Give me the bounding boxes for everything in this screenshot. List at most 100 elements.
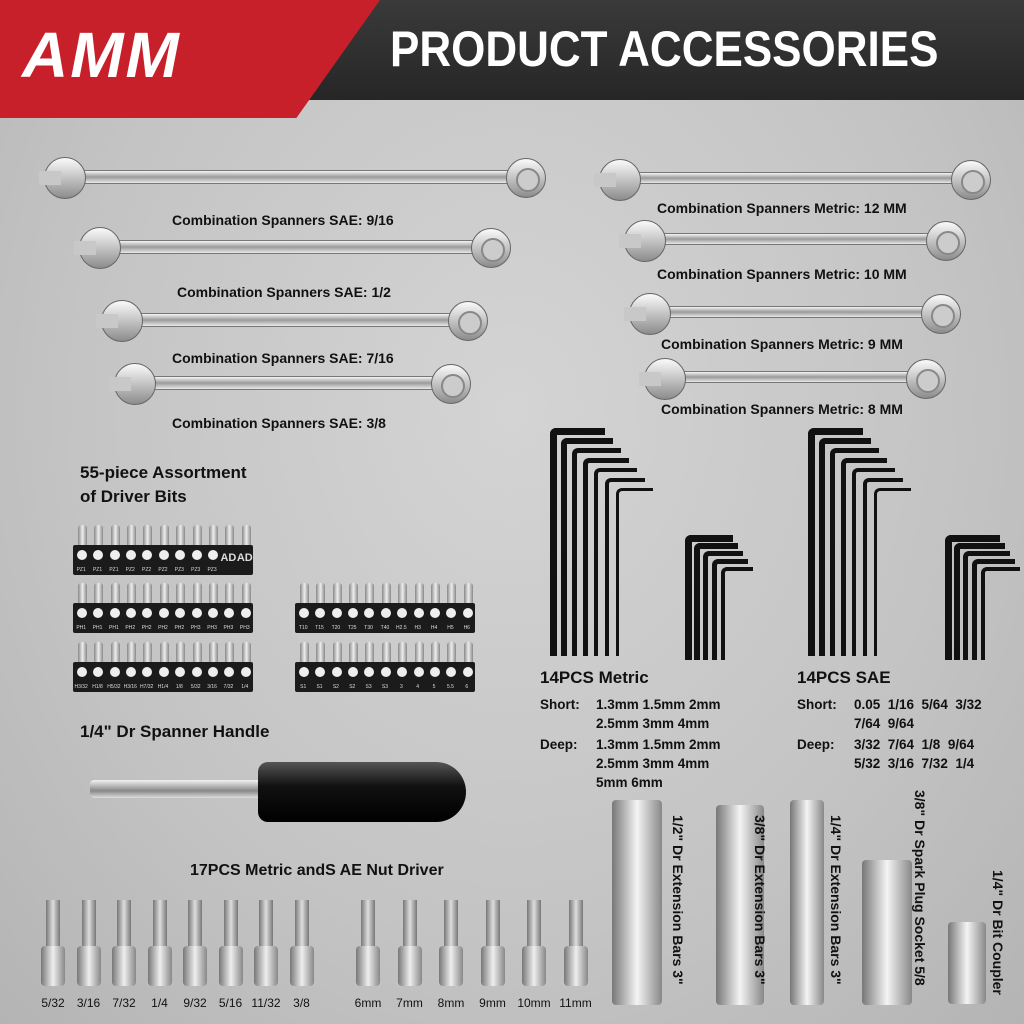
ring-end xyxy=(448,301,488,341)
nut-driver-socket xyxy=(254,946,278,986)
bit-tip-icon xyxy=(126,667,137,677)
nut-driver xyxy=(112,900,136,986)
nut-driver-size: 5/32 xyxy=(41,996,65,1010)
bit-label: H1/8 xyxy=(92,684,103,690)
handle-title: 1/4" Dr Spanner Handle xyxy=(80,722,270,741)
driver-bit: PH3 xyxy=(220,583,236,633)
hex-key xyxy=(572,448,621,656)
bit-label: H6 xyxy=(463,625,470,631)
bit-tip-icon xyxy=(446,667,457,677)
bit-label: PH3 xyxy=(207,625,217,631)
bit-tip-icon xyxy=(158,550,169,560)
nut-driver-shank xyxy=(402,900,417,946)
bit-label: PH3 xyxy=(223,625,234,631)
page-title: PRODUCT ACCESSORIES xyxy=(390,21,939,77)
metric-deep-1: 1.3mm 1.5mm 2mm xyxy=(596,737,721,752)
bit-label: AD xyxy=(220,552,237,564)
ring-end xyxy=(906,359,946,399)
nut-driver-size: 11/32 xyxy=(251,996,281,1010)
driver-bit: H2.5 xyxy=(393,583,409,633)
metric-spanner-label: Combination Spanners Metric: 8 MM xyxy=(661,401,903,417)
bit-tip-icon xyxy=(109,667,120,677)
hex-key xyxy=(721,567,753,660)
bit-tip-icon xyxy=(142,550,153,560)
driver-bit: 7/32 xyxy=(220,642,236,692)
bit-tip-icon xyxy=(380,608,391,618)
hex-key xyxy=(685,535,733,660)
bit-label: AD xyxy=(236,552,253,564)
bit-tip-icon xyxy=(207,667,218,677)
bit-label: 6 xyxy=(465,684,469,690)
metric-spanner-label: Combination Spanners Metric: 9 MM xyxy=(661,336,903,352)
open-end xyxy=(109,363,156,405)
extension-bar-image xyxy=(790,800,824,1005)
nut-driver-shank xyxy=(259,900,273,946)
bit-label: PZ3 xyxy=(174,567,184,573)
driver-bit: H7/32 xyxy=(138,642,154,692)
driver-bit: 5.5 xyxy=(442,642,458,692)
nut-driver-socket xyxy=(76,946,101,986)
bit-label: 7/32 xyxy=(223,684,234,690)
extension-label: 3/8" Dr Spark Plug Socket 5/8 xyxy=(912,790,928,986)
bit-label: S1 xyxy=(300,684,307,690)
hex-key xyxy=(981,567,1020,660)
bit-tip-icon xyxy=(348,608,359,618)
bit-tip-icon xyxy=(462,667,473,677)
hex-key xyxy=(594,468,637,656)
nut-driver-shank xyxy=(152,900,167,946)
metric-spanner-image xyxy=(619,220,966,262)
driver-bit: PZ1 xyxy=(106,525,122,575)
metric-spanner-image xyxy=(639,358,946,400)
nut-driver-socket xyxy=(397,946,422,986)
hex-key xyxy=(712,559,748,660)
driver-bit: S3 xyxy=(360,642,376,692)
bit-tip-icon xyxy=(331,608,342,618)
bit-label: T10 xyxy=(298,625,308,631)
nut-driver-title: 17PCS Metric andS AE Nut Driver xyxy=(190,862,444,879)
nut-driver-socket xyxy=(356,946,380,986)
extension-bar-image xyxy=(716,805,764,1005)
bit-label: T25 xyxy=(347,625,357,631)
sae-deep-label: Deep: xyxy=(797,737,835,752)
bit-tip-icon xyxy=(175,667,186,677)
driver-bit: 6 xyxy=(459,642,475,692)
bit-tip-icon xyxy=(429,608,440,618)
nut-driver-size: 11mm xyxy=(559,996,592,1010)
bit-label: 5 xyxy=(432,684,436,690)
extension-label: 1/2" Dr Extension Bars 3" xyxy=(670,815,686,985)
bit-tip-icon xyxy=(77,550,87,560)
metric-short-2: 2.5mm 3mm 4mm xyxy=(596,716,710,731)
hex-key xyxy=(808,428,863,656)
metric-spanner-image xyxy=(624,293,961,335)
nut-driver-shank xyxy=(223,900,238,946)
ring-end xyxy=(431,364,471,404)
sae-spanner-label: Combination Spanners SAE: 9/16 xyxy=(172,212,394,228)
nut-driver-socket xyxy=(563,946,588,986)
sae-spanner-image xyxy=(74,227,511,269)
bit-label: T30 xyxy=(364,625,373,631)
metric-spanner-label: Combination Spanners Metric: 12 MM xyxy=(657,200,907,216)
nut-driver xyxy=(397,900,422,986)
bit-label: PH2 xyxy=(125,625,136,631)
open-end xyxy=(96,300,143,342)
bit-label: PH3 xyxy=(239,625,250,631)
nut-driver-shank xyxy=(527,900,541,946)
ring-end xyxy=(471,228,511,268)
bit-tip-icon xyxy=(126,608,137,618)
nut-driver xyxy=(480,900,505,986)
driver-bit: T15 xyxy=(311,583,327,633)
sae-spanner-image xyxy=(39,157,546,199)
extension-bar-image xyxy=(862,860,912,1005)
nut-driver-shank xyxy=(294,900,309,946)
driver-bit: H5/32 xyxy=(106,642,122,692)
nut-driver xyxy=(41,900,65,986)
driver-bit: S2 xyxy=(328,642,344,692)
bit-tip-icon xyxy=(299,667,309,677)
bits-title-1: 55-piece Assortment xyxy=(80,463,247,482)
bit-tip-icon xyxy=(175,608,186,618)
driver-bit: 5/32 xyxy=(188,642,204,692)
bit-label: 4 xyxy=(416,684,420,690)
hex-key xyxy=(561,438,613,656)
spanner-handle-image xyxy=(90,780,270,798)
nut-driver-size: 1/4 xyxy=(151,996,168,1010)
